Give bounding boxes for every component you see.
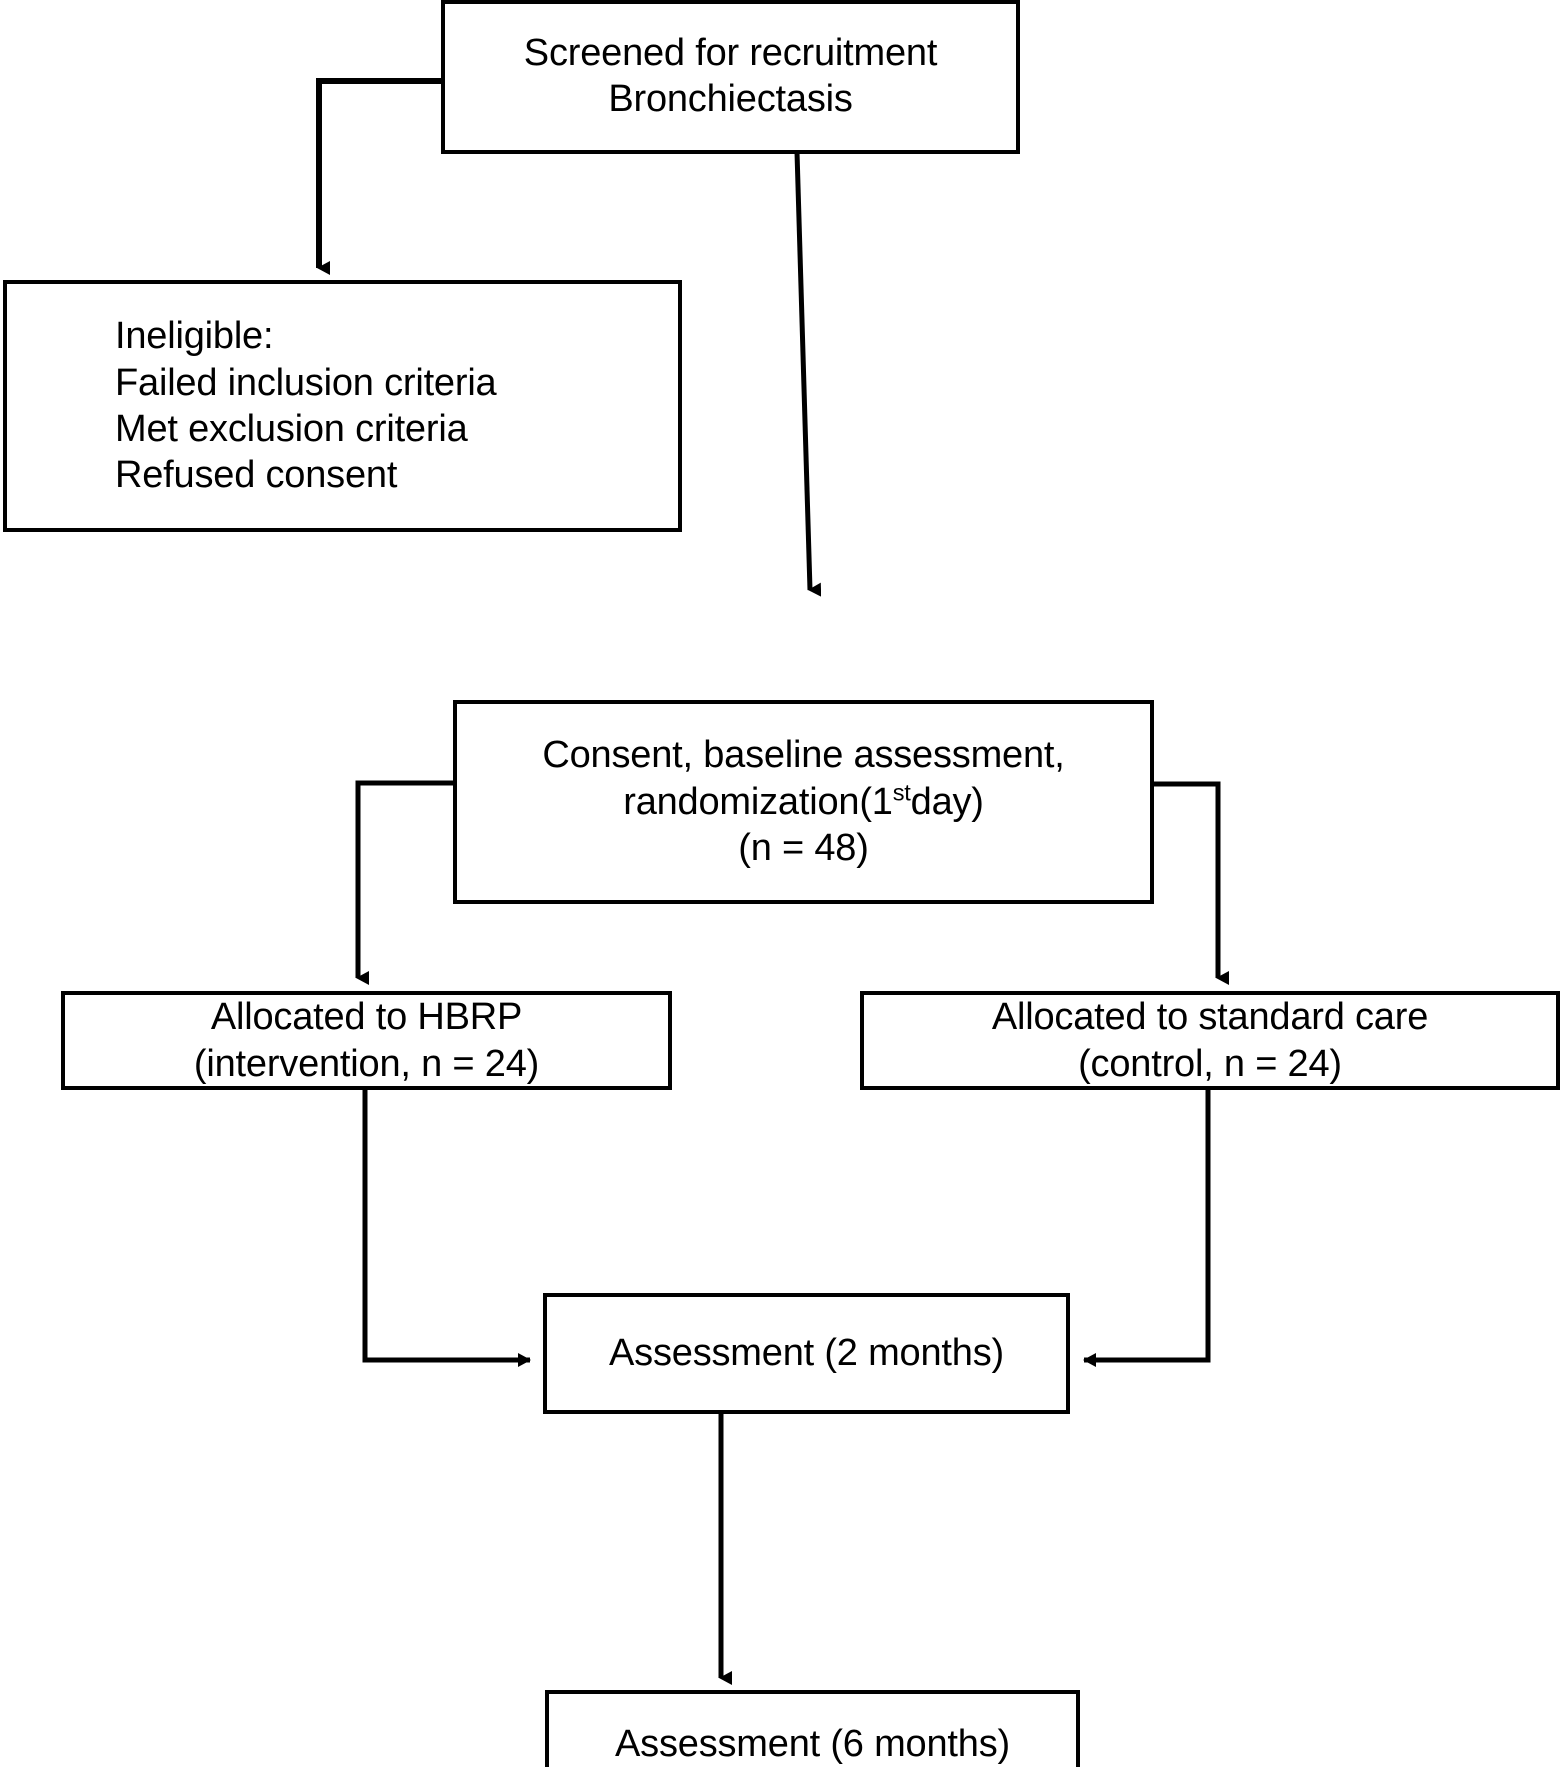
node-ineligible-line-4: Refused consent bbox=[115, 454, 398, 497]
box-hbrp bbox=[61, 991, 672, 1090]
edge-screened-to-ineligible bbox=[316, 78, 443, 275]
box-ineligible bbox=[3, 280, 682, 532]
edge-screened-to-consent bbox=[794, 151, 822, 597]
node-consent-line-3: (n = 48) bbox=[738, 827, 869, 870]
node-ineligible-line-3: Met exclusion criteria bbox=[115, 408, 468, 450]
box-assessment-6-months bbox=[545, 1690, 1080, 1767]
node-hbrp-line-2: (intervention, n = 24) bbox=[193, 1042, 540, 1085]
box-screened bbox=[441, 0, 1020, 154]
edge-consent-to-standard bbox=[1152, 781, 1229, 985]
node-screened-line-1: Screened for recruitment bbox=[523, 31, 938, 74]
node-screened-line-2: Bronchiectasis bbox=[608, 78, 853, 120]
node-consent-ordinal-suffix: st bbox=[892, 779, 911, 806]
node-allocated-to-hbrp: Allocated to HBRP (intervention, n = 24) bbox=[63, 993, 670, 1088]
node-ineligible-line-1: Ineligible: bbox=[115, 315, 274, 358]
node-consent-line-1: Consent, baseline assessment, bbox=[542, 734, 1065, 777]
edge-standard-to-assessment2 bbox=[1083, 1088, 1211, 1367]
node-allocated-to-standard-care: Allocated to standard care (control, n =… bbox=[862, 993, 1558, 1088]
node-consent-line-2-suffix: day) bbox=[910, 780, 984, 823]
node-consent-baseline-randomization: Consent, baseline assessment, randomizat… bbox=[455, 702, 1152, 902]
edge-consent-to-hbrp bbox=[355, 780, 455, 985]
node-standard-line-2: (control, n = 24) bbox=[1078, 1042, 1342, 1085]
node-hbrp-line-1: Allocated to HBRP bbox=[210, 996, 523, 1039]
box-assessment-2-months bbox=[543, 1293, 1070, 1414]
node-consent-line-2: randomization(1stday) bbox=[623, 779, 984, 825]
node-assessment-2-months-label: Assessment (2 months) bbox=[609, 1332, 1004, 1375]
node-screened-for-recruitment: Screened for recruitment Bronchiectasis bbox=[443, 0, 1018, 152]
edge-hbrp-to-assessment2 bbox=[362, 1088, 531, 1367]
node-ineligible-line-2: Failed inclusion criteria bbox=[115, 361, 497, 404]
node-standard-line-1: Allocated to standard care bbox=[991, 996, 1429, 1039]
node-consent-line-2-prefix: randomization(1 bbox=[623, 780, 893, 823]
node-assessment-6-months-label: Assessment (6 months) bbox=[615, 1723, 1010, 1766]
node-ineligible: Ineligible: Failed inclusion criteria Me… bbox=[5, 282, 680, 530]
node-assessment-6-months: Assessment (6 months) bbox=[547, 1692, 1078, 1767]
node-assessment-2-months: Assessment (2 months) bbox=[545, 1295, 1068, 1412]
box-consent bbox=[453, 700, 1154, 904]
